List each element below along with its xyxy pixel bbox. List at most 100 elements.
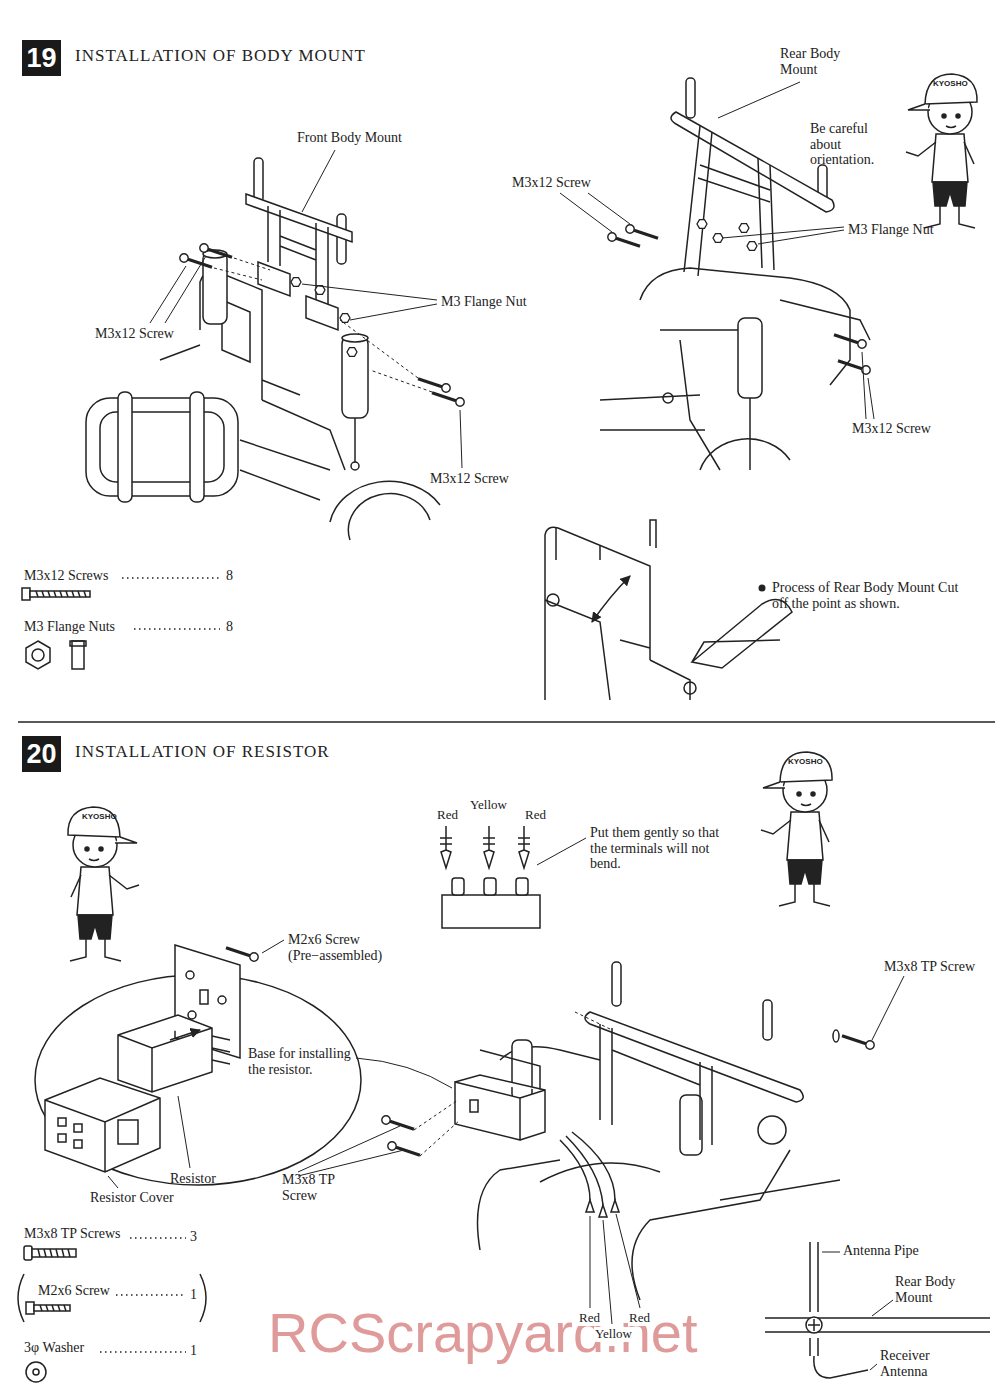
parts-list-20 (34, 1305, 70, 1311)
front-screws-nuts (180, 254, 212, 267)
resistor-installation (600, 1024, 712, 1145)
leader-lines (718, 82, 800, 118)
part-label: Resistor Cover (90, 1190, 174, 1206)
front-screws-nuts (432, 393, 464, 407)
rear-screws-nuts (626, 225, 658, 239)
part-label: M3x8 TP Screw (884, 959, 975, 975)
leader-lines (302, 150, 335, 212)
resistor-installation (842, 1036, 874, 1050)
parts-list-19 (36, 591, 86, 597)
note: Be careful about orientation. (810, 121, 900, 168)
part-label: M3 Flange Nut (848, 222, 934, 238)
parts-list-20 (32, 1249, 76, 1257)
quantity: 8 (226, 568, 233, 584)
resistor-installation (612, 962, 621, 1006)
part-label: M3x12 Screw (430, 471, 509, 487)
rear-body-mount (671, 78, 834, 276)
resistor-installation (758, 1116, 786, 1144)
parts-list-item: M3x12 Screws (24, 568, 108, 584)
quantity: 1 (190, 1343, 197, 1359)
leader-lines (178, 1096, 190, 1168)
parts-list-20 (100, 1238, 186, 1352)
leader-lines (537, 838, 586, 865)
antenna-detail (765, 1242, 990, 1378)
antenna-detail (765, 1318, 990, 1332)
resistor-zoom (212, 1036, 230, 1064)
rear-screws-nuts (608, 233, 640, 247)
cap-logo: KYOSHO (82, 813, 117, 821)
parts-list-20 (33, 1369, 39, 1375)
resistor-installation (560, 1132, 615, 1205)
leader-lines (262, 940, 284, 953)
part-label: Antenna Pipe (843, 1243, 919, 1259)
wire-color: Red (525, 808, 546, 823)
parts-list-20 (24, 1246, 32, 1260)
resistor-zoom (218, 996, 226, 1004)
rear-body-mount (686, 78, 695, 118)
leader-lines (108, 82, 904, 1370)
step-number-box: 19INSTALLATION OF BODY MOUNT (22, 40, 61, 76)
wire-color: Yellow (470, 798, 507, 813)
resistor-installation (680, 1095, 702, 1155)
resistor-installation (470, 1100, 478, 1112)
front-screws-nuts (214, 258, 432, 392)
resistor-zoom (58, 1134, 66, 1142)
part-label: Resistor (170, 1171, 216, 1187)
antenna-detail (810, 1242, 818, 1356)
terminal-block (452, 878, 464, 895)
parts-list-19 (122, 578, 220, 629)
step-number: 19 (26, 43, 56, 74)
parts-list-19 (30, 591, 90, 597)
part-label: Front Body Mount (297, 130, 402, 146)
front-body-mount (354, 418, 356, 462)
wire-color: Red (578, 1311, 601, 1326)
cut-detail (545, 520, 792, 700)
truck-rear (738, 318, 762, 398)
leader-lines (298, 1126, 404, 1176)
terminal-block (483, 826, 495, 868)
wire-color: Red (437, 808, 458, 823)
rear-screws-nuts (838, 361, 870, 375)
parts-list-19 (70, 641, 86, 646)
terminal-block (440, 826, 452, 868)
leader-lines (862, 352, 874, 419)
rear-body-mount (684, 126, 774, 276)
cut-detail (650, 660, 690, 700)
resistor-zoom (74, 1124, 82, 1132)
resistor-zoom (45, 1078, 160, 1172)
rear-screws-nuts (834, 335, 866, 349)
leader-lines (872, 976, 904, 1040)
leader-lines (356, 1058, 452, 1088)
parts-list-19 (22, 578, 220, 669)
cartoon-kids (761, 752, 832, 906)
rear-screws-nuts (697, 220, 707, 229)
terminal-block (518, 826, 530, 868)
resistor-zoom (226, 948, 258, 962)
terminal-block (484, 878, 496, 895)
front-body-mount (254, 158, 263, 202)
parts-list-item: M2x6 Screw (38, 1283, 110, 1299)
leader-lines (108, 1176, 118, 1188)
separator-line (18, 721, 995, 723)
front-screws-nuts (418, 379, 450, 393)
part-label: Receiver Antenna (880, 1348, 946, 1379)
step-heading: INSTALLATION OF RESISTOR (75, 742, 330, 762)
resistor-installation (540, 1163, 660, 1182)
truck-rear (663, 393, 673, 403)
truck-rear (600, 268, 870, 470)
step-heading: INSTALLATION OF BODY MOUNT (75, 46, 366, 66)
quantity: 1 (190, 1287, 197, 1303)
rear-screws-nuts (608, 220, 870, 375)
resistor-installation (382, 962, 874, 1300)
front-screws-nuts (291, 278, 301, 287)
parts-list-19 (26, 641, 50, 669)
parts-list-item: M3 Flange Nuts (24, 619, 115, 635)
leader-lines (302, 284, 437, 320)
cut-detail (556, 520, 656, 560)
cartoon-kids (68, 74, 977, 961)
cartoon-kids (906, 74, 977, 228)
truck-rear (600, 300, 870, 470)
parts-list-20 (38, 1249, 70, 1257)
